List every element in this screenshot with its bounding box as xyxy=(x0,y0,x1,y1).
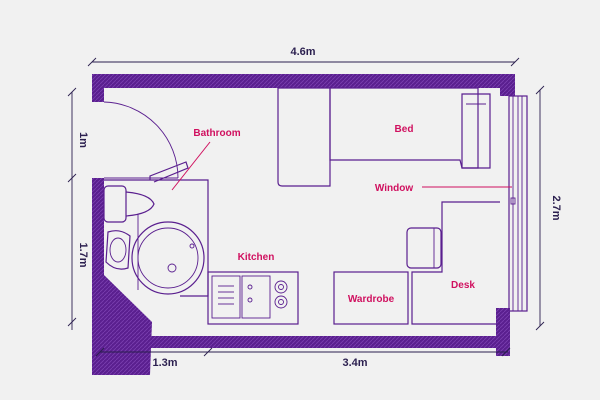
label-bathroom: Bathroom xyxy=(193,128,240,139)
dimension-door: 1m xyxy=(77,132,89,148)
window xyxy=(508,95,528,312)
top-wall xyxy=(92,74,515,88)
desk xyxy=(406,201,500,325)
left-wall-lower xyxy=(92,178,152,375)
label-leaders xyxy=(171,141,512,191)
kitchen xyxy=(207,271,299,325)
bed xyxy=(277,87,491,187)
dimension-depth: 2.7m xyxy=(550,195,562,220)
label-bed: Bed xyxy=(395,124,414,135)
bathroom xyxy=(103,161,209,297)
dimension-bathroom-width: 1.3m xyxy=(152,357,177,369)
label-desk: Desk xyxy=(451,280,475,291)
walls xyxy=(92,74,515,375)
dimension-room-width: 3.4m xyxy=(342,357,367,369)
right-wall-upper xyxy=(500,74,515,96)
right-wall-lower xyxy=(496,308,510,356)
label-window: Window xyxy=(375,183,413,194)
dimension-total-width: 4.6m xyxy=(290,46,315,58)
left-wall-upper xyxy=(92,74,104,102)
label-wardrobe: Wardrobe xyxy=(348,294,395,305)
entry-door xyxy=(103,101,179,179)
dimension-lines xyxy=(67,57,545,357)
bottom-wall xyxy=(92,336,500,348)
wardrobe xyxy=(333,271,409,325)
label-kitchen: Kitchen xyxy=(238,252,275,263)
dimension-bathroom-depth: 1.7m xyxy=(77,242,89,267)
